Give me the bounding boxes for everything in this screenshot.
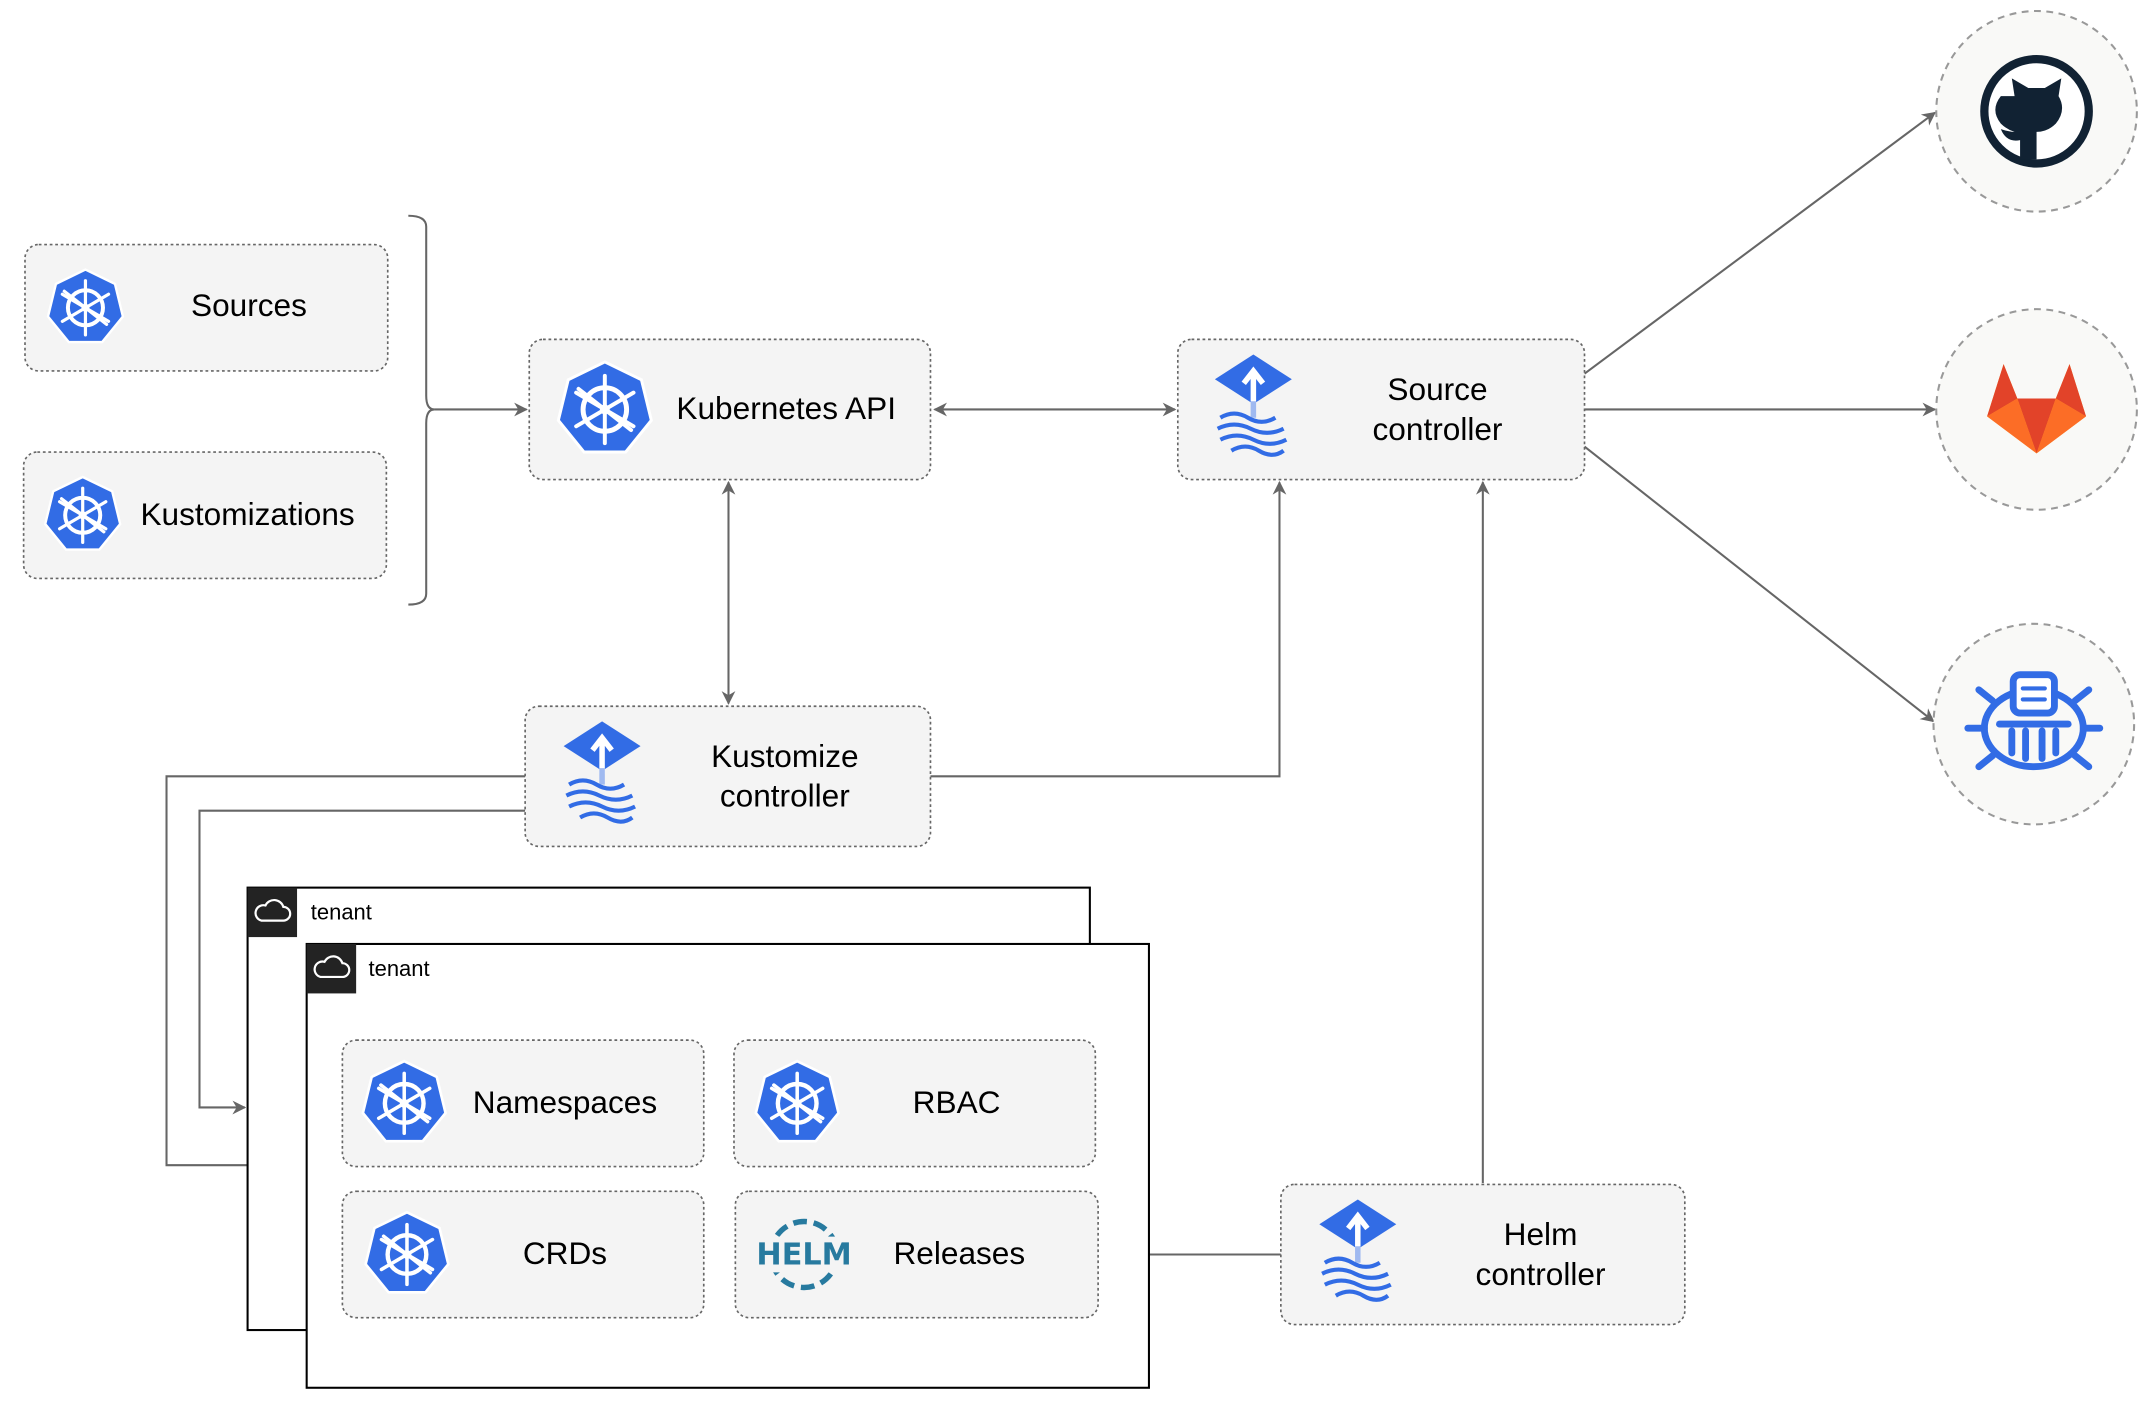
node-label-line1: Kustomize — [711, 738, 858, 774]
edge-kustomize-to-tenant-front — [165, 775, 526, 1173]
node-label: CRDs — [523, 1235, 607, 1271]
node-label: Releases — [893, 1235, 1025, 1271]
node-label: Kubernetes API — [676, 390, 896, 426]
node-label-line1: Source — [1387, 371, 1487, 407]
edge-source-to-github — [1583, 111, 1936, 375]
node-source-controller[interactable]: Source controller — [1176, 338, 1586, 481]
tenant-label: tenant — [369, 956, 430, 981]
node-label-line2: controller — [720, 778, 850, 814]
node-releases[interactable]: HELM Releases — [734, 1190, 1099, 1319]
node-label: Sources — [191, 287, 307, 323]
node-sources[interactable]: Sources — [24, 243, 389, 372]
helm-repository-icon — [1964, 671, 2104, 771]
edge-kustomize-to-tenant-back — [198, 809, 526, 1115]
node-kubernetes-api[interactable]: Kubernetes API — [528, 338, 932, 481]
gitlab-icon — [1987, 364, 2087, 454]
tenant-front: tenant Namespaces RBAC CRDs HELM Release… — [305, 942, 1150, 1389]
node-label-line2: controller — [1476, 1256, 1606, 1292]
node-crds[interactable]: CRDs — [341, 1190, 705, 1319]
node-label: Namespaces — [473, 1084, 657, 1120]
node-helm-controller[interactable]: Helm controller — [1280, 1183, 1686, 1326]
node-label: RBAC — [913, 1084, 1001, 1120]
github-icon — [1980, 54, 2093, 168]
external-github[interactable] — [1935, 9, 2138, 213]
external-helm-repository[interactable] — [1932, 622, 2136, 826]
helm-logo-text: HELM — [756, 1237, 851, 1272]
node-kustomizations[interactable]: Kustomizations — [22, 451, 388, 580]
edge-source-to-helm-repo — [1583, 445, 1935, 723]
node-label-line2: controller — [1373, 411, 1503, 447]
node-kustomize-controller[interactable]: Kustomize controller — [524, 705, 932, 848]
edge-kustomize-to-source — [930, 480, 1287, 778]
node-namespaces[interactable]: Namespaces — [341, 1039, 705, 1168]
node-label: Kustomizations — [140, 496, 354, 532]
node-label-line1: Helm — [1504, 1216, 1578, 1252]
helm-icon: HELM — [755, 1218, 853, 1291]
grouping-bracket — [408, 214, 435, 606]
node-rbac[interactable]: RBAC — [733, 1039, 1097, 1168]
external-gitlab[interactable] — [1935, 308, 2138, 511]
tenant-label: tenant — [311, 900, 372, 925]
